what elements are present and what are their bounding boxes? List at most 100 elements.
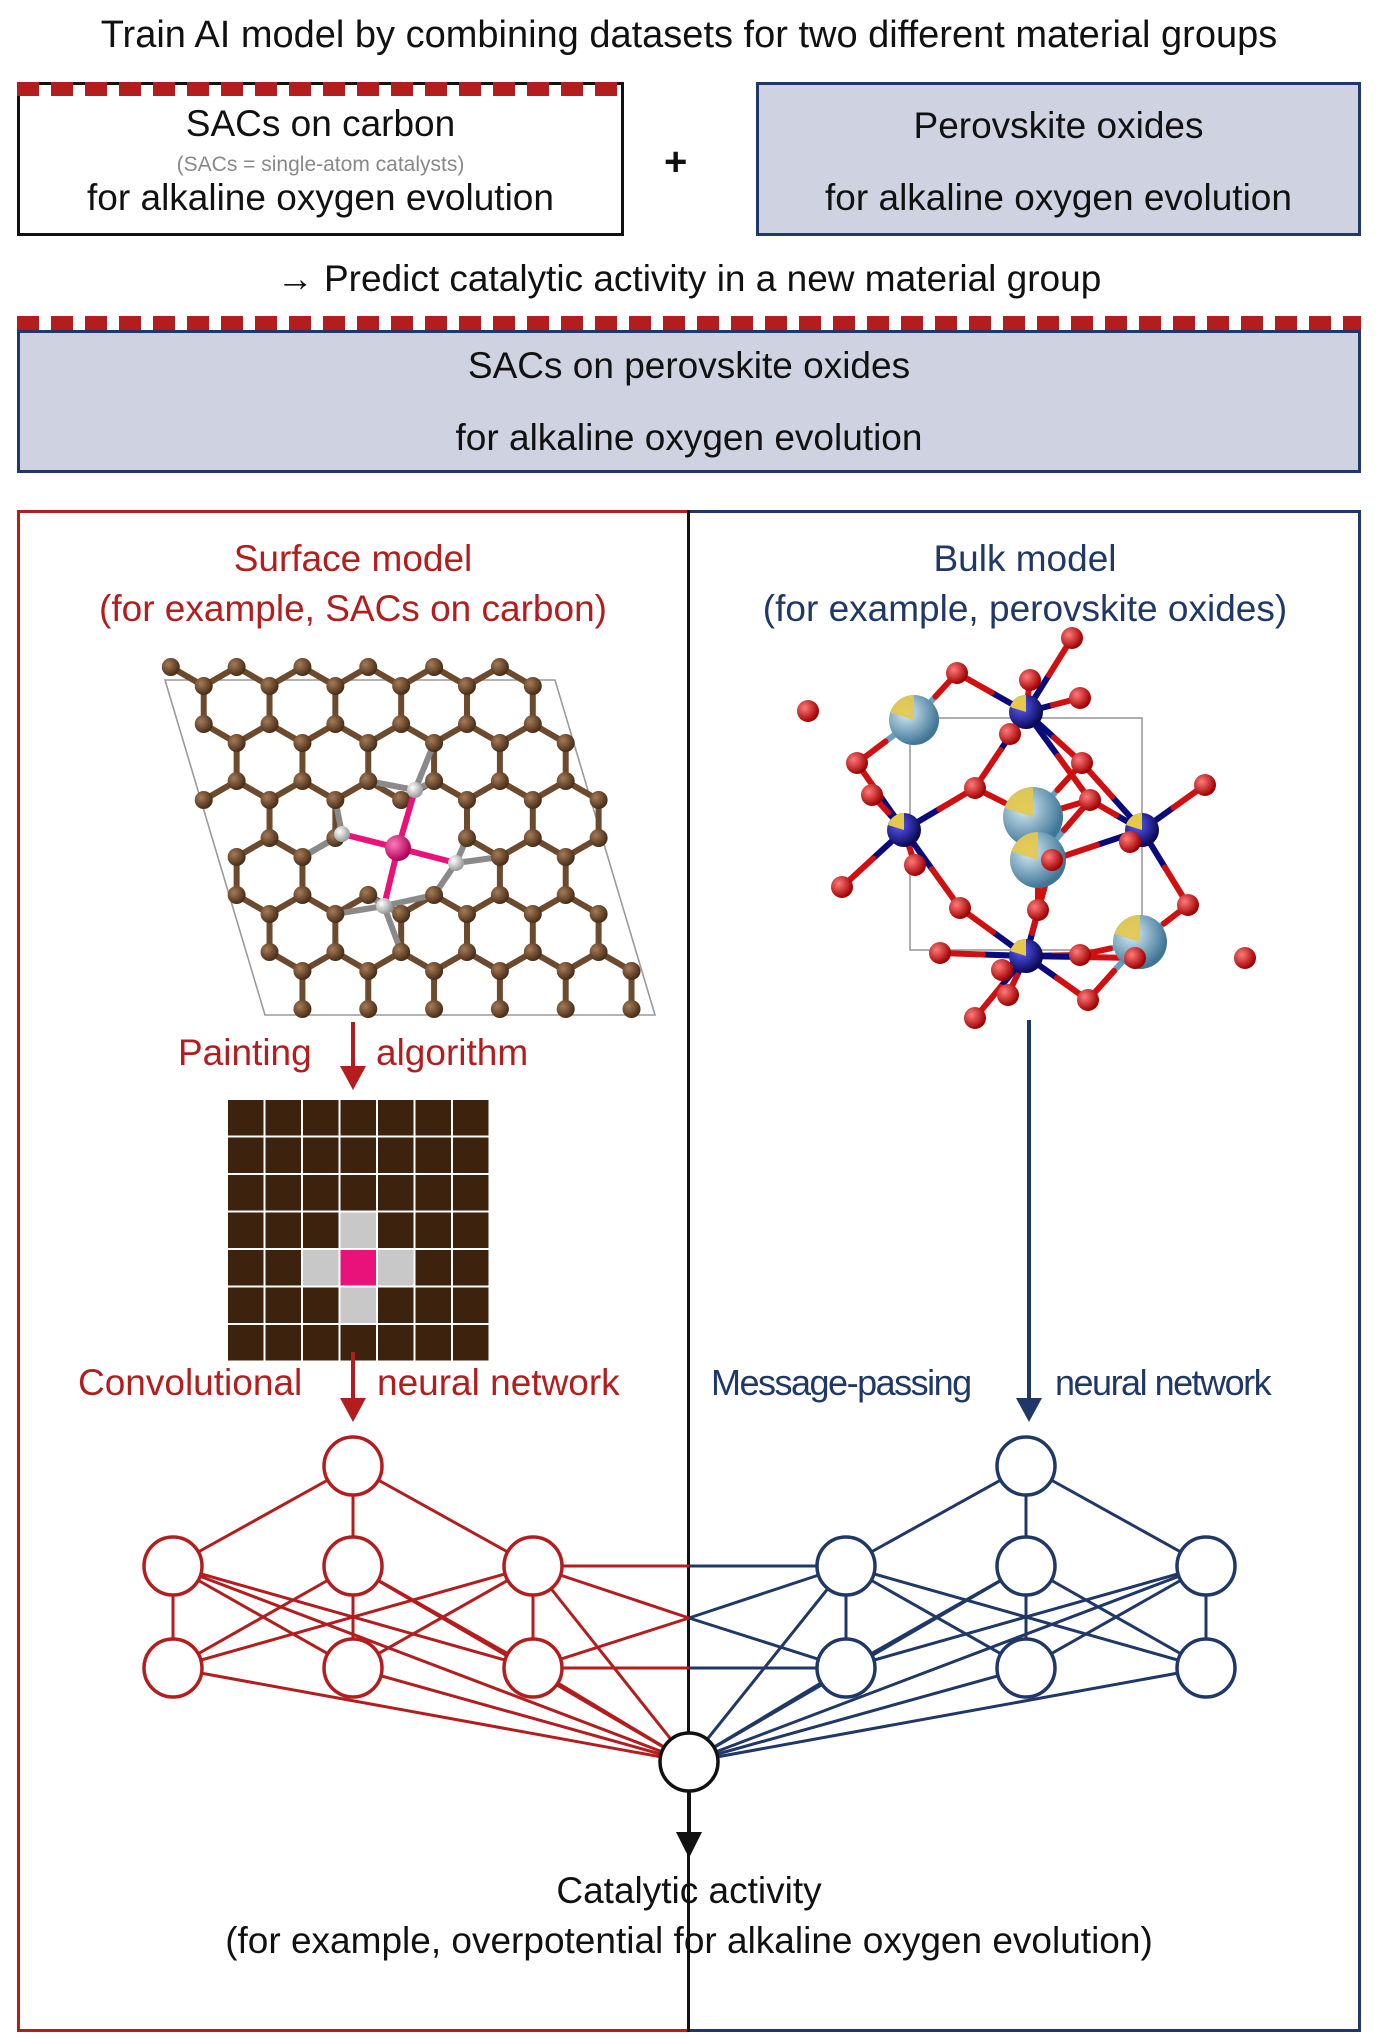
carbon-atom <box>260 715 279 733</box>
carbon-pixel <box>453 1212 489 1248</box>
network-node <box>1175 1637 1237 1699</box>
mpnn-arrow-head <box>1016 1398 1042 1422</box>
carbon-pixel <box>228 1212 264 1248</box>
carbon-pixel <box>265 1250 301 1286</box>
oxygen-atom <box>1069 687 1091 709</box>
output-arrow-head <box>676 1832 702 1858</box>
carbon-atom <box>490 848 509 866</box>
carbon-pixel <box>453 1137 489 1173</box>
carbon-atom <box>260 829 279 847</box>
panel-divider <box>687 510 690 2032</box>
carbon-atom <box>523 791 542 809</box>
carbon-pixel <box>265 1137 301 1173</box>
carbon-pixel <box>340 1325 376 1361</box>
dataset-title: Perovskite oxides <box>913 105 1204 146</box>
carbon-pixel <box>415 1250 451 1286</box>
carbon-atom <box>490 962 509 980</box>
nitrogen-pixel <box>340 1212 376 1248</box>
carbon-atom <box>425 734 444 752</box>
carbon-atom <box>523 715 542 733</box>
nitrogen-atom <box>448 855 464 871</box>
oxygen-atom <box>1124 947 1146 969</box>
dataset-box-perovskite-oxides: Perovskite oxides for alkaline oxygen ev… <box>756 82 1361 236</box>
dataset-title: SACs on carbon <box>185 103 456 144</box>
bulk-model-name: Bulk model <box>933 538 1117 579</box>
carbon-atom <box>425 772 444 790</box>
carbon-atom <box>392 791 411 809</box>
network-node <box>322 1535 384 1597</box>
nitrogen-pixel <box>378 1250 414 1286</box>
carbon-atom <box>556 886 575 904</box>
carbon-atom <box>490 772 509 790</box>
oxygen-atom <box>1041 849 1063 871</box>
cnn-neural-network-label: neural network <box>377 1362 620 1403</box>
carbon-pixel <box>265 1325 301 1361</box>
carbon-pixel <box>415 1137 451 1173</box>
carbon-atom <box>227 886 246 904</box>
carbon-pixel <box>228 1287 264 1323</box>
oxygen-atom <box>929 942 951 964</box>
network-node <box>322 1637 384 1699</box>
carbon-pixel <box>228 1137 264 1173</box>
carbon-atom <box>622 1000 641 1018</box>
carbon-atom <box>260 677 279 695</box>
oxygen-atom <box>1071 752 1093 774</box>
carbon-pixel <box>453 1325 489 1361</box>
carbon-pixel <box>415 1212 451 1248</box>
carbon-pixel <box>303 1212 339 1248</box>
network-node <box>322 1435 384 1497</box>
carbon-atom <box>589 905 608 923</box>
carbon-atom <box>293 848 312 866</box>
carbon-atom <box>326 715 345 733</box>
carbon-atom <box>392 943 411 961</box>
network-node <box>815 1535 877 1597</box>
single-atom-site <box>334 782 464 914</box>
dataset-reaction: for alkaline oxygen evolution <box>825 177 1292 218</box>
nitrogen-atom <box>376 898 392 914</box>
carbon-atom <box>227 658 246 676</box>
carbon-atom <box>392 905 411 923</box>
carbon-atom <box>293 772 312 790</box>
network-node <box>142 1637 204 1699</box>
carbon-atom <box>425 962 444 980</box>
carbon-pixel <box>303 1287 339 1323</box>
carbon-pixel <box>340 1100 376 1136</box>
carbon-pixel <box>228 1100 264 1136</box>
carbon-pixel <box>415 1175 451 1211</box>
carbon-atom <box>457 677 476 695</box>
oxygen-atom <box>797 700 819 722</box>
carbon-atom <box>194 677 213 695</box>
nitrogen-pixel <box>340 1287 376 1323</box>
convolutional-label: Convolutional <box>78 1362 303 1403</box>
bulk-model-title: Bulk model (for example, perovskite oxid… <box>689 534 1361 634</box>
carbon-atom <box>260 905 279 923</box>
plus-sign: + <box>664 140 688 184</box>
oxygen-atom <box>904 854 926 876</box>
red-dashed-marker <box>17 82 624 96</box>
painting-label: Painting <box>178 1032 312 1073</box>
oxygen-atom <box>1119 831 1141 853</box>
oxygen-atom <box>1194 774 1216 796</box>
carbon-atom <box>556 734 575 752</box>
carbon-atom <box>457 943 476 961</box>
nitrogen-atom <box>334 826 350 842</box>
carbon-atom <box>227 848 246 866</box>
carbon-atom <box>589 829 608 847</box>
carbon-atom <box>227 772 246 790</box>
carbon-atom <box>556 772 575 790</box>
predict-line: → Predict catalytic activity in a new ma… <box>276 258 1102 299</box>
dataset-reaction: for alkaline oxygen evolution <box>87 177 554 218</box>
output-title: Catalytic activity <box>556 1870 822 1911</box>
carbon-atom <box>194 715 213 733</box>
network-node <box>995 1535 1057 1597</box>
carbon-atom <box>227 734 246 752</box>
carbon-atom <box>556 962 575 980</box>
carbon-atom <box>457 905 476 923</box>
carbon-pixel <box>340 1175 376 1211</box>
carbon-atom <box>293 962 312 980</box>
surface-neural-network <box>142 1435 691 1764</box>
dataset-note: (SACs = single-atom catalysts) <box>176 153 465 176</box>
carbon-pixel <box>303 1137 339 1173</box>
carbon-atom <box>359 734 378 752</box>
